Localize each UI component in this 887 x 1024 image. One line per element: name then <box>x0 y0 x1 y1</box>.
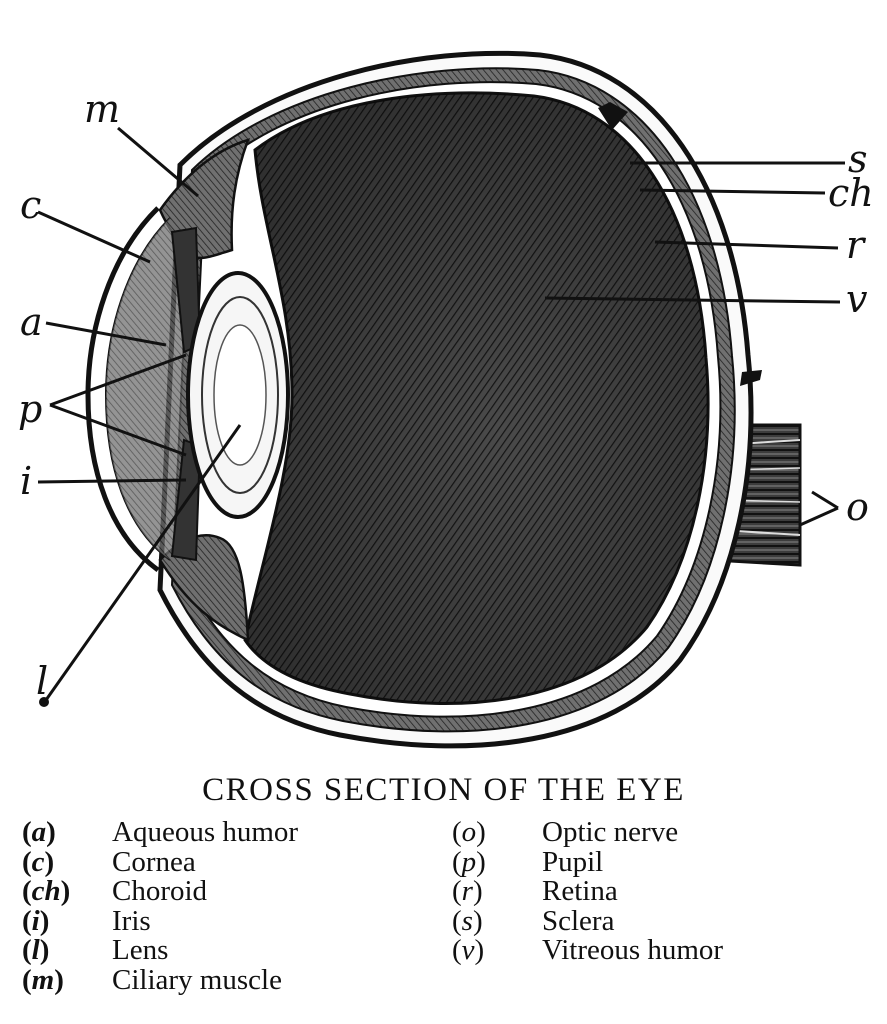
legend-code: l <box>31 934 40 966</box>
legend-code: p <box>461 845 477 878</box>
label-c: c <box>20 183 41 227</box>
legend-code: r <box>461 875 473 907</box>
label-p: p <box>18 387 42 431</box>
sclera-vessel-top <box>598 102 628 130</box>
cornea <box>85 206 160 573</box>
sclera-vessel-right <box>740 370 762 386</box>
legend-name: Retina <box>542 875 618 907</box>
legend-name: Optic nerve <box>542 816 679 848</box>
label-l: l <box>36 659 48 703</box>
legend-code: v <box>461 934 475 966</box>
lens-pointer-dot <box>39 697 49 707</box>
legend-item: (p)Pupil <box>452 845 604 878</box>
label-m: m <box>84 87 120 131</box>
legend-name: Ciliary muscle <box>112 963 282 996</box>
figure-caption: CROSS SECTION OF THE EYE <box>202 772 685 808</box>
legend-item: (r)Retina <box>452 875 618 907</box>
legend-name: Sclera <box>542 904 615 937</box>
label-a: a <box>20 300 43 344</box>
legend-name: Lens <box>112 934 169 966</box>
legend-name: Cornea <box>112 845 196 878</box>
label-v: v <box>846 277 868 321</box>
legend-item: (l)Lens <box>22 934 169 966</box>
legend-code: o <box>461 816 477 848</box>
legend-item: (ch)Choroid <box>22 875 208 907</box>
legend-item: (v)Vitreous humor <box>452 934 724 966</box>
legend-code: s <box>461 904 473 937</box>
legend-code: ch <box>31 875 61 907</box>
label-o: o <box>846 485 869 529</box>
legend-name: Iris <box>112 904 151 937</box>
legend-name: Choroid <box>112 875 208 907</box>
legend-right-column: (o)Optic nerve (p)Pupil (r)Retina (s)Scl… <box>452 816 724 966</box>
leader-lines <box>37 126 845 701</box>
legend-name: Aqueous humor <box>112 816 299 848</box>
label-i: i <box>20 459 32 503</box>
legend-name: Vitreous humor <box>542 934 724 966</box>
legend-item: (a)Aqueous humor <box>22 816 299 848</box>
legend-code: i <box>31 904 40 937</box>
legend-code: a <box>31 816 47 848</box>
aqueous-humor <box>106 218 192 560</box>
legend-code: c <box>31 845 45 878</box>
label-r: r <box>846 223 867 267</box>
legend-item: (m)Ciliary muscle <box>22 963 282 996</box>
label-ch: ch <box>828 171 874 215</box>
label-s: s <box>848 137 868 181</box>
legend-left-column: (a)Aqueous humor (c)Cornea (ch)Choroid (… <box>22 816 299 996</box>
legend-item: (i)Iris <box>22 904 151 937</box>
legend-item: (c)Cornea <box>22 845 196 878</box>
legend-code: m <box>31 963 55 996</box>
legend-item: (s)Sclera <box>452 904 615 937</box>
legend-item: (o)Optic nerve <box>452 816 679 848</box>
legend-name: Pupil <box>542 845 604 878</box>
